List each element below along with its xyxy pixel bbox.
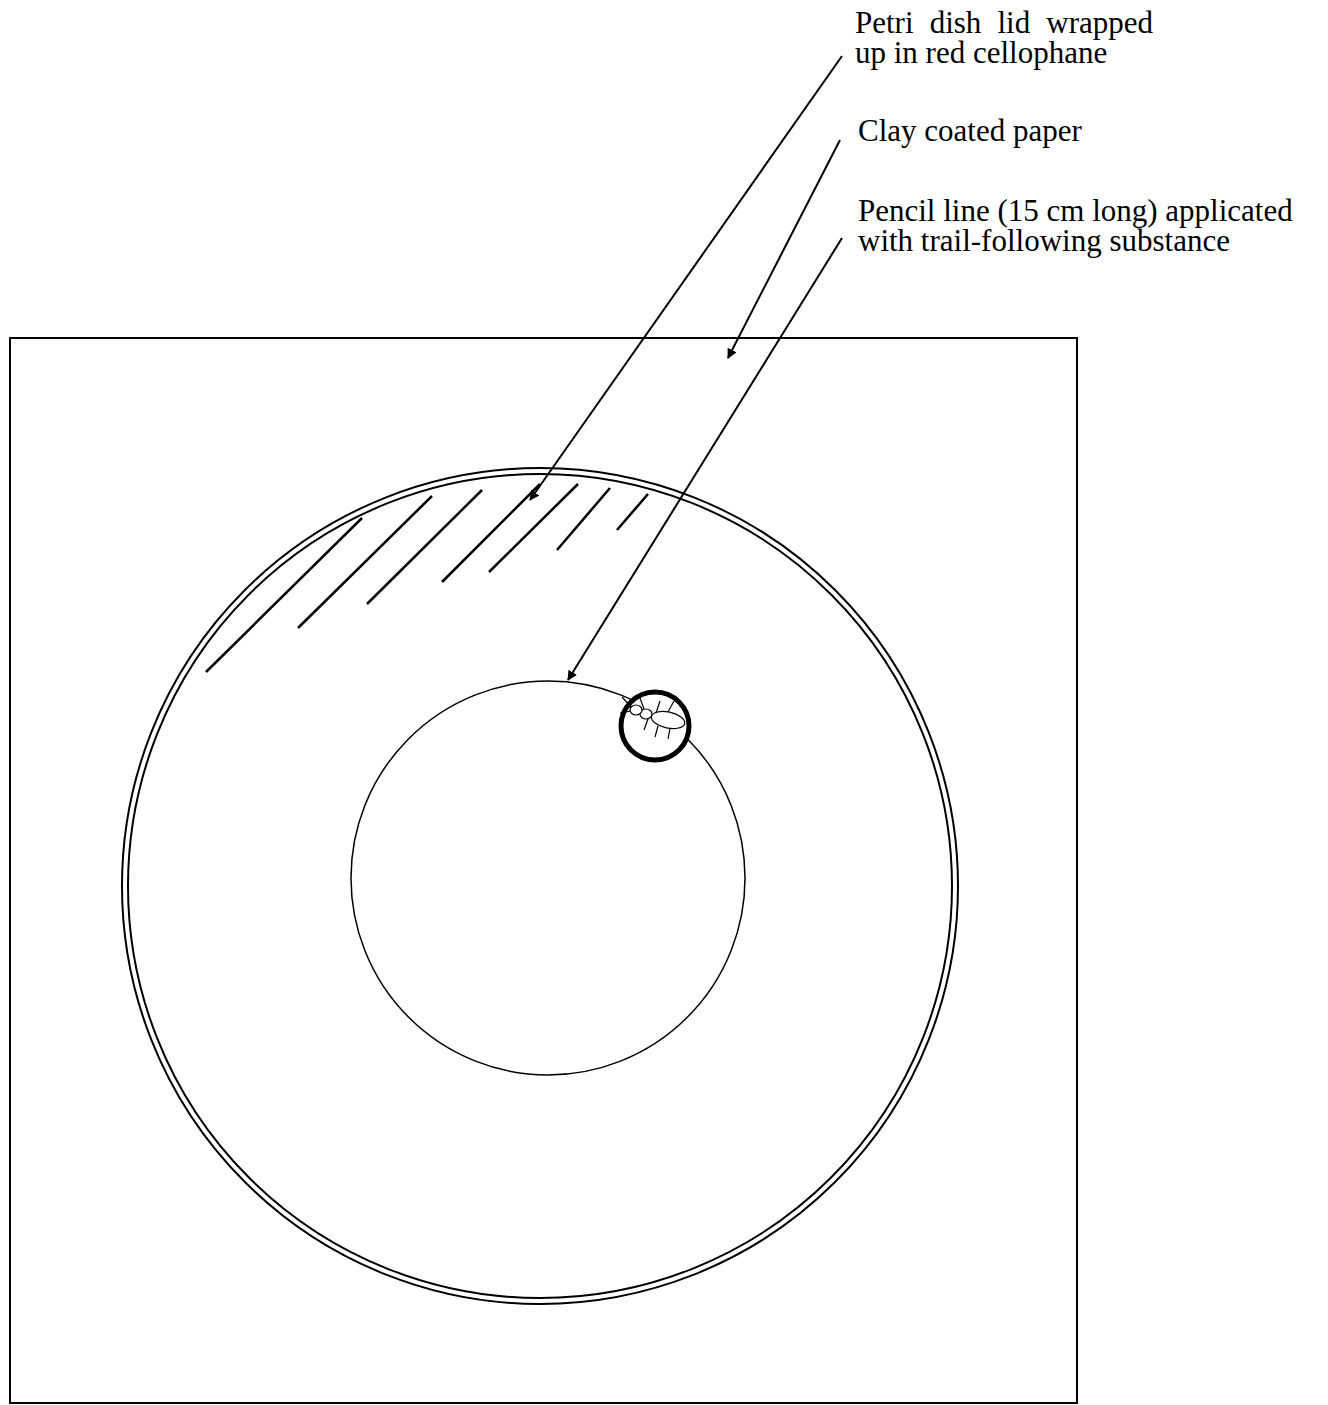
petri-dish-rim-outer [122, 468, 958, 1304]
petri-dish-rim-inner [128, 474, 952, 1298]
cellophane-hatching [206, 484, 648, 672]
termite [620, 697, 686, 739]
termite-ring [621, 692, 689, 760]
callout-label: Clay coated paper [858, 116, 1258, 146]
paper-sheet [10, 338, 1077, 1403]
callout-label: Pencil line (15 cm long) applicated with… [858, 196, 1316, 256]
callout-label: Petri dish lid wrapped up in red celloph… [855, 8, 1153, 68]
pencil-line-circle [351, 681, 745, 1075]
leader-lines [530, 56, 842, 680]
